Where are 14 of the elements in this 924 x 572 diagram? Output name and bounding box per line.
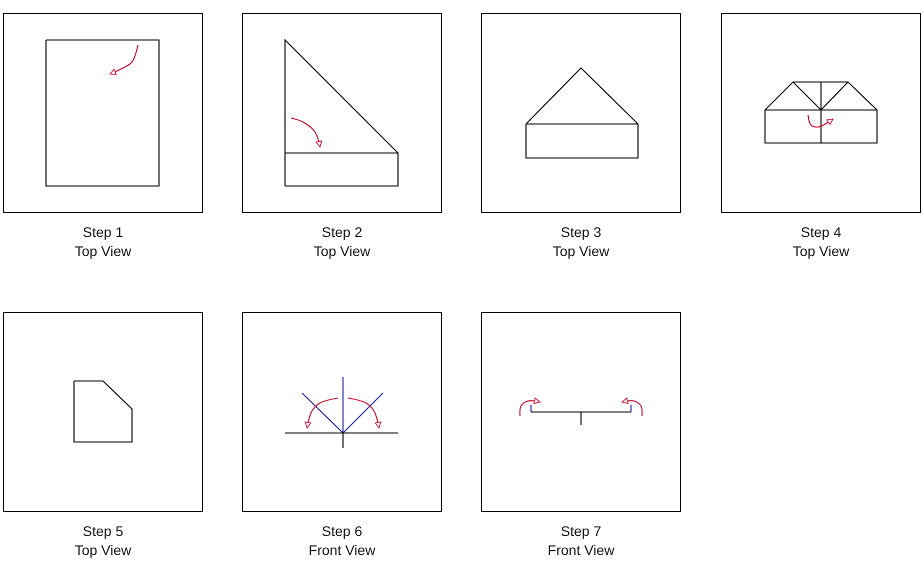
view-name-label: Front View <box>548 541 614 560</box>
view-name-label: Top View <box>314 242 370 261</box>
view-name-label: Top View <box>74 242 132 261</box>
step-number-label: Step 1 <box>82 223 124 242</box>
step-number-label: Step 7 <box>560 522 602 541</box>
view-name-label: Top View <box>792 242 850 261</box>
step-number-label: Step 2 <box>322 223 362 242</box>
step-number-label: Step 6 <box>322 522 362 541</box>
step-number-label: Step 5 <box>82 522 124 541</box>
view-name-label: Front View <box>308 541 376 560</box>
step-number-label: Step 3 <box>560 223 602 242</box>
step-number-label: Step 4 <box>800 223 842 242</box>
view-name-label: Top View <box>552 242 610 261</box>
view-name-label: Top View <box>74 541 132 560</box>
